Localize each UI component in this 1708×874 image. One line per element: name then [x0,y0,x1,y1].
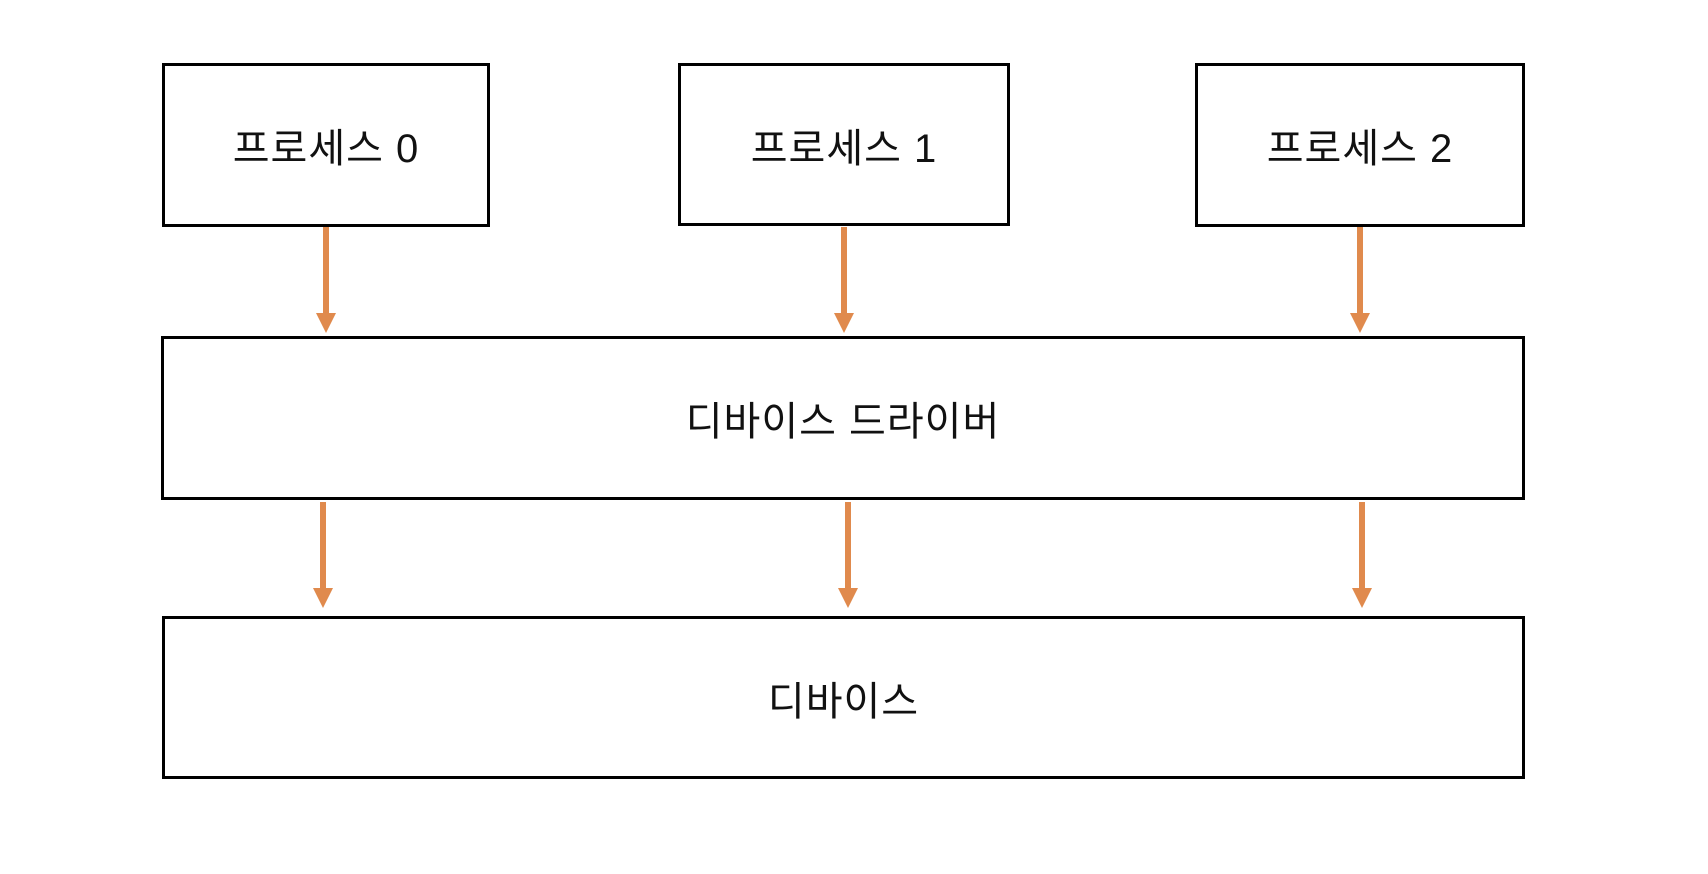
node-device-driver-label: 디바이스 드라이버 [685,400,1001,444]
node-process-1: 프로세스 1 [678,63,1010,226]
arrow-driver-to-device-left-icon [313,502,333,608]
arrow-process1-to-driver-icon [834,227,854,333]
node-device: 디바이스 [162,616,1525,779]
node-device-label: 디바이스 [767,679,920,724]
arrow-driver-to-device-center-icon [838,502,858,608]
node-process-0: 프로세스 0 [162,63,490,227]
node-process-2-label: 프로세스 2 [1266,127,1454,171]
node-process-0-label: 프로세스 0 [232,127,420,171]
node-device-driver: 디바이스 드라이버 [161,336,1525,500]
node-process-2: 프로세스 2 [1195,63,1525,227]
arrow-driver-to-device-right-icon [1352,502,1372,608]
node-process-1-label: 프로세스 1 [750,126,938,171]
arrow-process2-to-driver-icon [1350,227,1370,333]
arrow-process0-to-driver-icon [316,227,336,333]
